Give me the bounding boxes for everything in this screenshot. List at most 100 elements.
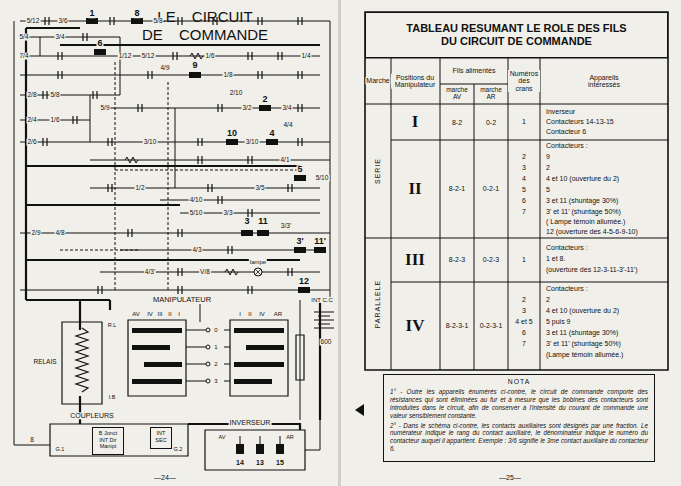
relay-coil [76,328,88,392]
table-cell: Marche [365,77,390,84]
diagram-label: 1/6 [204,53,215,60]
table-cell: 9 [545,153,551,160]
table-cell: Contacteurs : [545,244,589,251]
diagram-label: 3/2 [241,105,252,112]
table-cell: 3 [521,164,527,171]
diagram-label: 2/9 [30,230,41,237]
contactor-number: 4 [268,129,275,138]
table-cell: marche AV [441,87,473,101]
table-cell: 4 et 5 [514,318,534,325]
table-cell: Positions du Manipulateur [391,74,439,89]
table-cell: 8-2-3 [448,256,466,263]
diagram-label: II [167,311,172,317]
contact-symbols [43,17,302,294]
table-cell: 8-2 [451,119,463,126]
thin-wires [14,21,330,450]
diagram-label: AV [218,435,227,441]
thick-wires [26,28,320,430]
table-cell: 0-2-3 [482,256,500,263]
table-cell: Contacteurs 14-13-15 [545,118,615,125]
lamp-symbol [254,268,262,276]
table-cell: Fils alimentés [443,67,505,74]
table-cell: SERIE [374,157,381,185]
battery-symbol [314,312,334,328]
table-cell: 3 et 11 (shuntage 30%) [545,197,619,204]
diagram-label: 4/8 [54,230,65,237]
box-text: INT SEC [153,430,169,443]
diagram-label: 5/4 [18,34,29,41]
table-cell: 2 [521,296,527,303]
table-cell: (Lampe témoin allumée.) [545,351,624,358]
diagram-label: AR [285,435,295,441]
table-cell: 4 et 10 (ouverture du 2) [545,175,620,182]
table-cell: 6 [521,329,527,336]
note-paragraph: 1° - Outre les appareils énumérés ci-con… [390,388,648,419]
contactor-number: 14 [235,459,245,466]
lamp-cross [255,269,261,275]
table-cell: 3 et 11 (shuntage 30%) [545,329,619,336]
relay-frame [62,322,102,404]
manipulator-drums [128,320,288,396]
inverter-coil [296,335,304,380]
contactor-number: 5 [296,165,303,174]
table-cell: 2 [521,153,527,160]
manipulator-segments [132,328,284,384]
diagram-label: III [156,311,163,317]
contactor-number: 11 [257,217,269,226]
table-cell: Contacteurs : [545,142,589,149]
table-title-box: TABLEAU RESUMANT LE ROLE DES FILS DU CIR… [365,12,668,58]
inverter-housing [205,430,305,470]
diagram-label: 0 [213,327,218,333]
diagram-label: MANIPULATEUR [152,296,212,304]
diagram-label: R.L [107,323,118,329]
diagram-label: 5/12 [26,18,41,25]
resistor-symbols [125,53,238,275]
diagram-label: 1/8 [222,72,233,79]
diagram-label: 3/5 [254,185,265,192]
diagram-label: 3/10 [245,139,260,146]
diagram-label: 4/1 [279,157,290,164]
table-cell: 5 [545,186,551,193]
contactor-number: 11' [313,237,327,246]
table-cell: Numéros des crans [508,70,540,92]
table-frame [365,12,668,370]
table-cell: 5 [521,186,527,193]
box-text: B Jonct INT Dir Manipt [95,430,121,450]
diagram-label: G.1 [55,447,66,453]
table-cell: 7 [521,208,527,215]
contactor-number: 3 [243,217,250,226]
box-text: TABLEAU RESUMANT LE ROLE DES FILS DU CIR… [401,22,633,48]
diagram-label: IV [146,311,154,317]
table-cell: 1 et 8. [545,255,566,262]
diagram-label: I [238,311,242,317]
table-cell: 1 [521,256,527,263]
diagram-label: INT C.C [310,297,334,303]
contactor-number: 2 [261,95,268,104]
inverter-contactors [236,444,284,454]
diagram-label: 1 [213,344,218,350]
table-cell: 7 [521,340,527,347]
table-cell: Appareils intéressés [578,74,630,89]
dashed-links [60,62,300,290]
diagram-label: I.B [108,395,117,401]
table-cell: 0-2-3-1 [479,322,504,329]
table-cell: 3 [521,307,527,314]
diagram-label: 4/3' [144,269,156,276]
page-fold [338,0,341,486]
diagram-label: II [247,311,252,317]
diagram-label: 2/4 [26,117,37,124]
diagram-label: 5/12 [141,53,156,60]
diagram-label: 4/4 [282,122,293,129]
table-cell: I [411,113,420,131]
table-cell: IV [405,317,426,335]
diagram-label: 3/4 [281,105,292,112]
diagram-label: 4/9 [159,65,170,72]
table-rules [365,58,668,370]
table-cell: Contacteurs : [545,285,589,292]
table-cell: 0-2-1 [482,185,500,192]
contactor-number: 3' [295,237,304,246]
note-paragraph: 2° - Dans le schéma ci-contre, les conta… [390,422,648,453]
table-cell: ( Lampe témoin allumée.) [545,218,626,225]
diagram-label: AV [131,311,141,317]
diagram-label: 600 [320,339,333,346]
